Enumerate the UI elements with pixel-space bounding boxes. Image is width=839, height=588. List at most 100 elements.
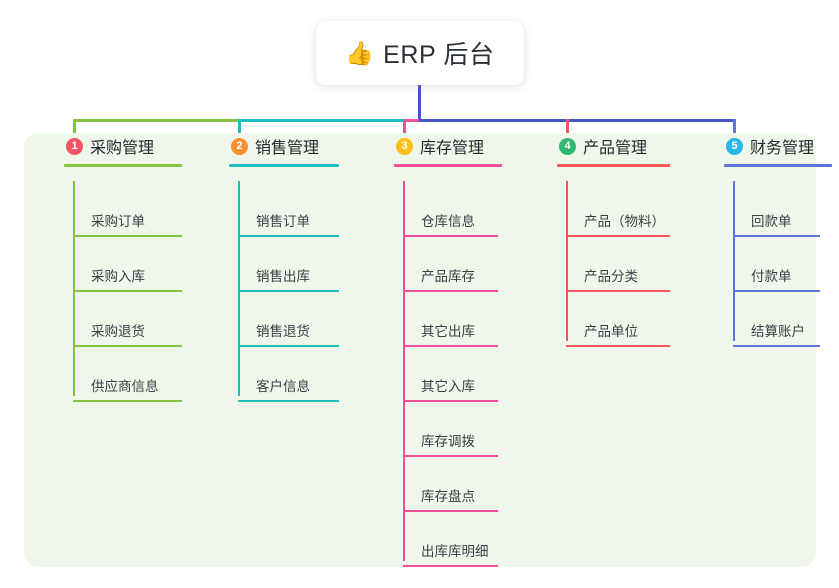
branch-item-label: 供应商信息: [91, 379, 159, 394]
branch-item-label: 销售订单: [256, 214, 310, 229]
branch-spine: [238, 181, 240, 396]
branch-item-label: 采购退货: [91, 324, 145, 339]
branch-item-underline: [566, 235, 670, 237]
branch-number-badge: 5: [726, 137, 743, 155]
branch-item-label: 库存调拨: [421, 434, 475, 449]
branch-item-label: 付款单: [751, 269, 792, 284]
branch-header-4[interactable]: 4 产品管理: [557, 133, 670, 159]
branch-header-underline: [557, 164, 670, 167]
branch-item-underline: [238, 345, 339, 347]
branch-item-underline: [73, 400, 182, 402]
branch-item-label: 库存盘点: [421, 489, 475, 504]
branch-item-underline: [403, 400, 498, 402]
branch-item[interactable]: 仓库信息: [403, 210, 498, 237]
bus-segment: [419, 119, 567, 122]
branch-item-label: 采购入库: [91, 269, 145, 284]
branch-item[interactable]: 库存盘点: [403, 485, 498, 512]
root-connector-stem: [418, 85, 421, 122]
branch-number-badge: 4: [559, 137, 576, 155]
branch-item-label: 采购订单: [91, 214, 145, 229]
branch-item-label: 销售出库: [256, 269, 310, 284]
branch-header-underline: [229, 164, 339, 167]
branch-title: 采购管理: [90, 140, 155, 157]
branch-number-badge: 2: [231, 137, 248, 155]
branch-item-label: 产品（物料）: [584, 214, 665, 229]
branch-number-badge: 1: [66, 137, 83, 155]
branch-item-underline: [73, 235, 182, 237]
branch-item[interactable]: 采购订单: [73, 210, 182, 237]
branch-item-label: 客户信息: [256, 379, 310, 394]
branch-item-underline: [733, 290, 820, 292]
branch-spine: [403, 181, 405, 561]
branch-header-underline: [724, 164, 832, 167]
branch-item-label: 销售退货: [256, 324, 310, 339]
bus-segment: [566, 119, 734, 122]
branch-item-label: 仓库信息: [421, 214, 475, 229]
branch-item[interactable]: 产品库存: [403, 265, 498, 292]
branch-item[interactable]: 供应商信息: [73, 375, 182, 402]
branch-item[interactable]: 回款单: [733, 210, 820, 237]
bus-segment: [73, 119, 239, 122]
branch-item-underline: [733, 235, 820, 237]
branch-header-1[interactable]: 1 采购管理: [64, 133, 182, 159]
branch-item-underline: [403, 455, 498, 457]
branch-item[interactable]: 销售出库: [238, 265, 339, 292]
branch-item-label: 产品分类: [584, 269, 638, 284]
branch-item[interactable]: 客户信息: [238, 375, 339, 402]
branch-number-badge: 3: [396, 137, 413, 155]
branch-item[interactable]: 产品分类: [566, 265, 670, 292]
branch-column-1: 1 采购管理采购订单采购入库采购退货供应商信息: [64, 133, 182, 402]
branch-item-underline: [733, 345, 820, 347]
branch-header-underline: [394, 164, 502, 167]
branch-item-underline: [238, 235, 339, 237]
branch-item[interactable]: 其它出库: [403, 320, 498, 347]
bus-segment: [238, 119, 404, 122]
branch-item-label: 回款单: [751, 214, 792, 229]
branch-item[interactable]: 销售退货: [238, 320, 339, 347]
branch-item-label: 产品单位: [584, 324, 638, 339]
branch-item[interactable]: 库存调拨: [403, 430, 498, 457]
branch-item-underline: [73, 345, 182, 347]
branch-item[interactable]: 出库库明细: [403, 540, 498, 567]
branch-item-underline: [566, 345, 670, 347]
branch-item[interactable]: 产品单位: [566, 320, 670, 347]
branch-item-underline: [403, 235, 498, 237]
branch-item-underline: [238, 400, 339, 402]
branch-item[interactable]: 采购入库: [73, 265, 182, 292]
branch-item[interactable]: 产品（物料）: [566, 210, 670, 237]
branch-item[interactable]: 采购退货: [73, 320, 182, 347]
bus-segment: [403, 119, 419, 122]
branch-item-underline: [403, 565, 498, 567]
branch-item[interactable]: 其它入库: [403, 375, 498, 402]
branch-item-label: 结算账户: [751, 324, 805, 339]
root-node-title: ERP 后台: [383, 41, 495, 69]
thumbs-up-icon: 👍: [345, 39, 375, 66]
branch-title: 产品管理: [583, 140, 648, 157]
branch-column-4: 4 产品管理产品（物料） 产品分类产品单位: [557, 133, 670, 347]
branch-title: 财务管理: [750, 140, 815, 157]
branch-column-5: 5 财务管理回款单付款单结算账户: [724, 133, 832, 347]
branch-item-underline: [403, 510, 498, 512]
branch-item-underline: [403, 345, 498, 347]
branch-spine: [733, 181, 735, 341]
branch-item-label: 其它出库: [421, 324, 475, 339]
branch-item[interactable]: 结算账户: [733, 320, 820, 347]
branch-item-underline: [403, 290, 498, 292]
branch-header-5[interactable]: 5 财务管理: [724, 133, 832, 159]
branch-item-label: 出库库明细: [421, 544, 489, 559]
branch-spine: [566, 181, 568, 341]
branch-item[interactable]: 销售订单: [238, 210, 339, 237]
root-node-card[interactable]: 👍 ERP 后台: [316, 21, 524, 85]
branch-item[interactable]: 付款单: [733, 265, 820, 292]
branch-spine: [73, 181, 75, 396]
branch-item-underline: [238, 290, 339, 292]
branch-item-underline: [73, 290, 182, 292]
branch-header-underline: [64, 164, 182, 167]
branch-item-label: 其它入库: [421, 379, 475, 394]
